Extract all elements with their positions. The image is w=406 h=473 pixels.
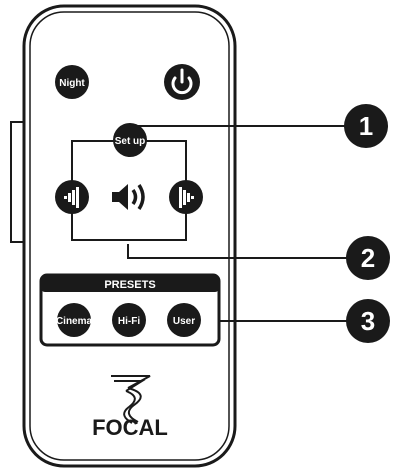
preset-hifi-button[interactable]: Hi-Fi xyxy=(112,303,146,337)
preset-cinema-button[interactable]: Cinema xyxy=(56,303,93,337)
speaker-volume-icon xyxy=(112,184,145,210)
preset-user-label: User xyxy=(173,316,195,327)
side-bracket xyxy=(10,121,24,243)
setup-label: Set up xyxy=(115,136,146,147)
callout-lines xyxy=(127,125,352,322)
callout-1: 1 xyxy=(344,104,388,148)
focal-logo-mark xyxy=(111,375,151,424)
left-arrow-icon xyxy=(64,187,79,208)
volume-button[interactable] xyxy=(112,184,145,210)
right-arrow-icon xyxy=(179,187,194,208)
callout-1-number: 1 xyxy=(359,111,373,141)
callout-2: 2 xyxy=(346,236,390,280)
night-button[interactable]: Night xyxy=(55,65,89,99)
brand-logo-text: FOCAL xyxy=(92,415,168,440)
callout-3-number: 3 xyxy=(361,306,375,336)
focal-logo: FOCAL xyxy=(92,375,168,440)
presets-panel: PRESETS xyxy=(39,273,221,347)
remote-body xyxy=(22,4,237,468)
presets-title: PRESETS xyxy=(104,279,155,291)
preset-user-button[interactable]: User xyxy=(167,303,201,337)
preset-cinema-label: Cinema xyxy=(56,316,93,327)
right-button[interactable] xyxy=(169,180,203,214)
power-icon xyxy=(171,68,193,95)
power-button[interactable] xyxy=(164,64,200,100)
setup-button[interactable]: Set up xyxy=(113,123,147,157)
night-label: Night xyxy=(59,78,85,89)
callout-2-number: 2 xyxy=(361,243,375,273)
left-button[interactable] xyxy=(55,180,89,214)
preset-hifi-label: Hi-Fi xyxy=(118,316,140,327)
callout-3: 3 xyxy=(346,299,390,343)
